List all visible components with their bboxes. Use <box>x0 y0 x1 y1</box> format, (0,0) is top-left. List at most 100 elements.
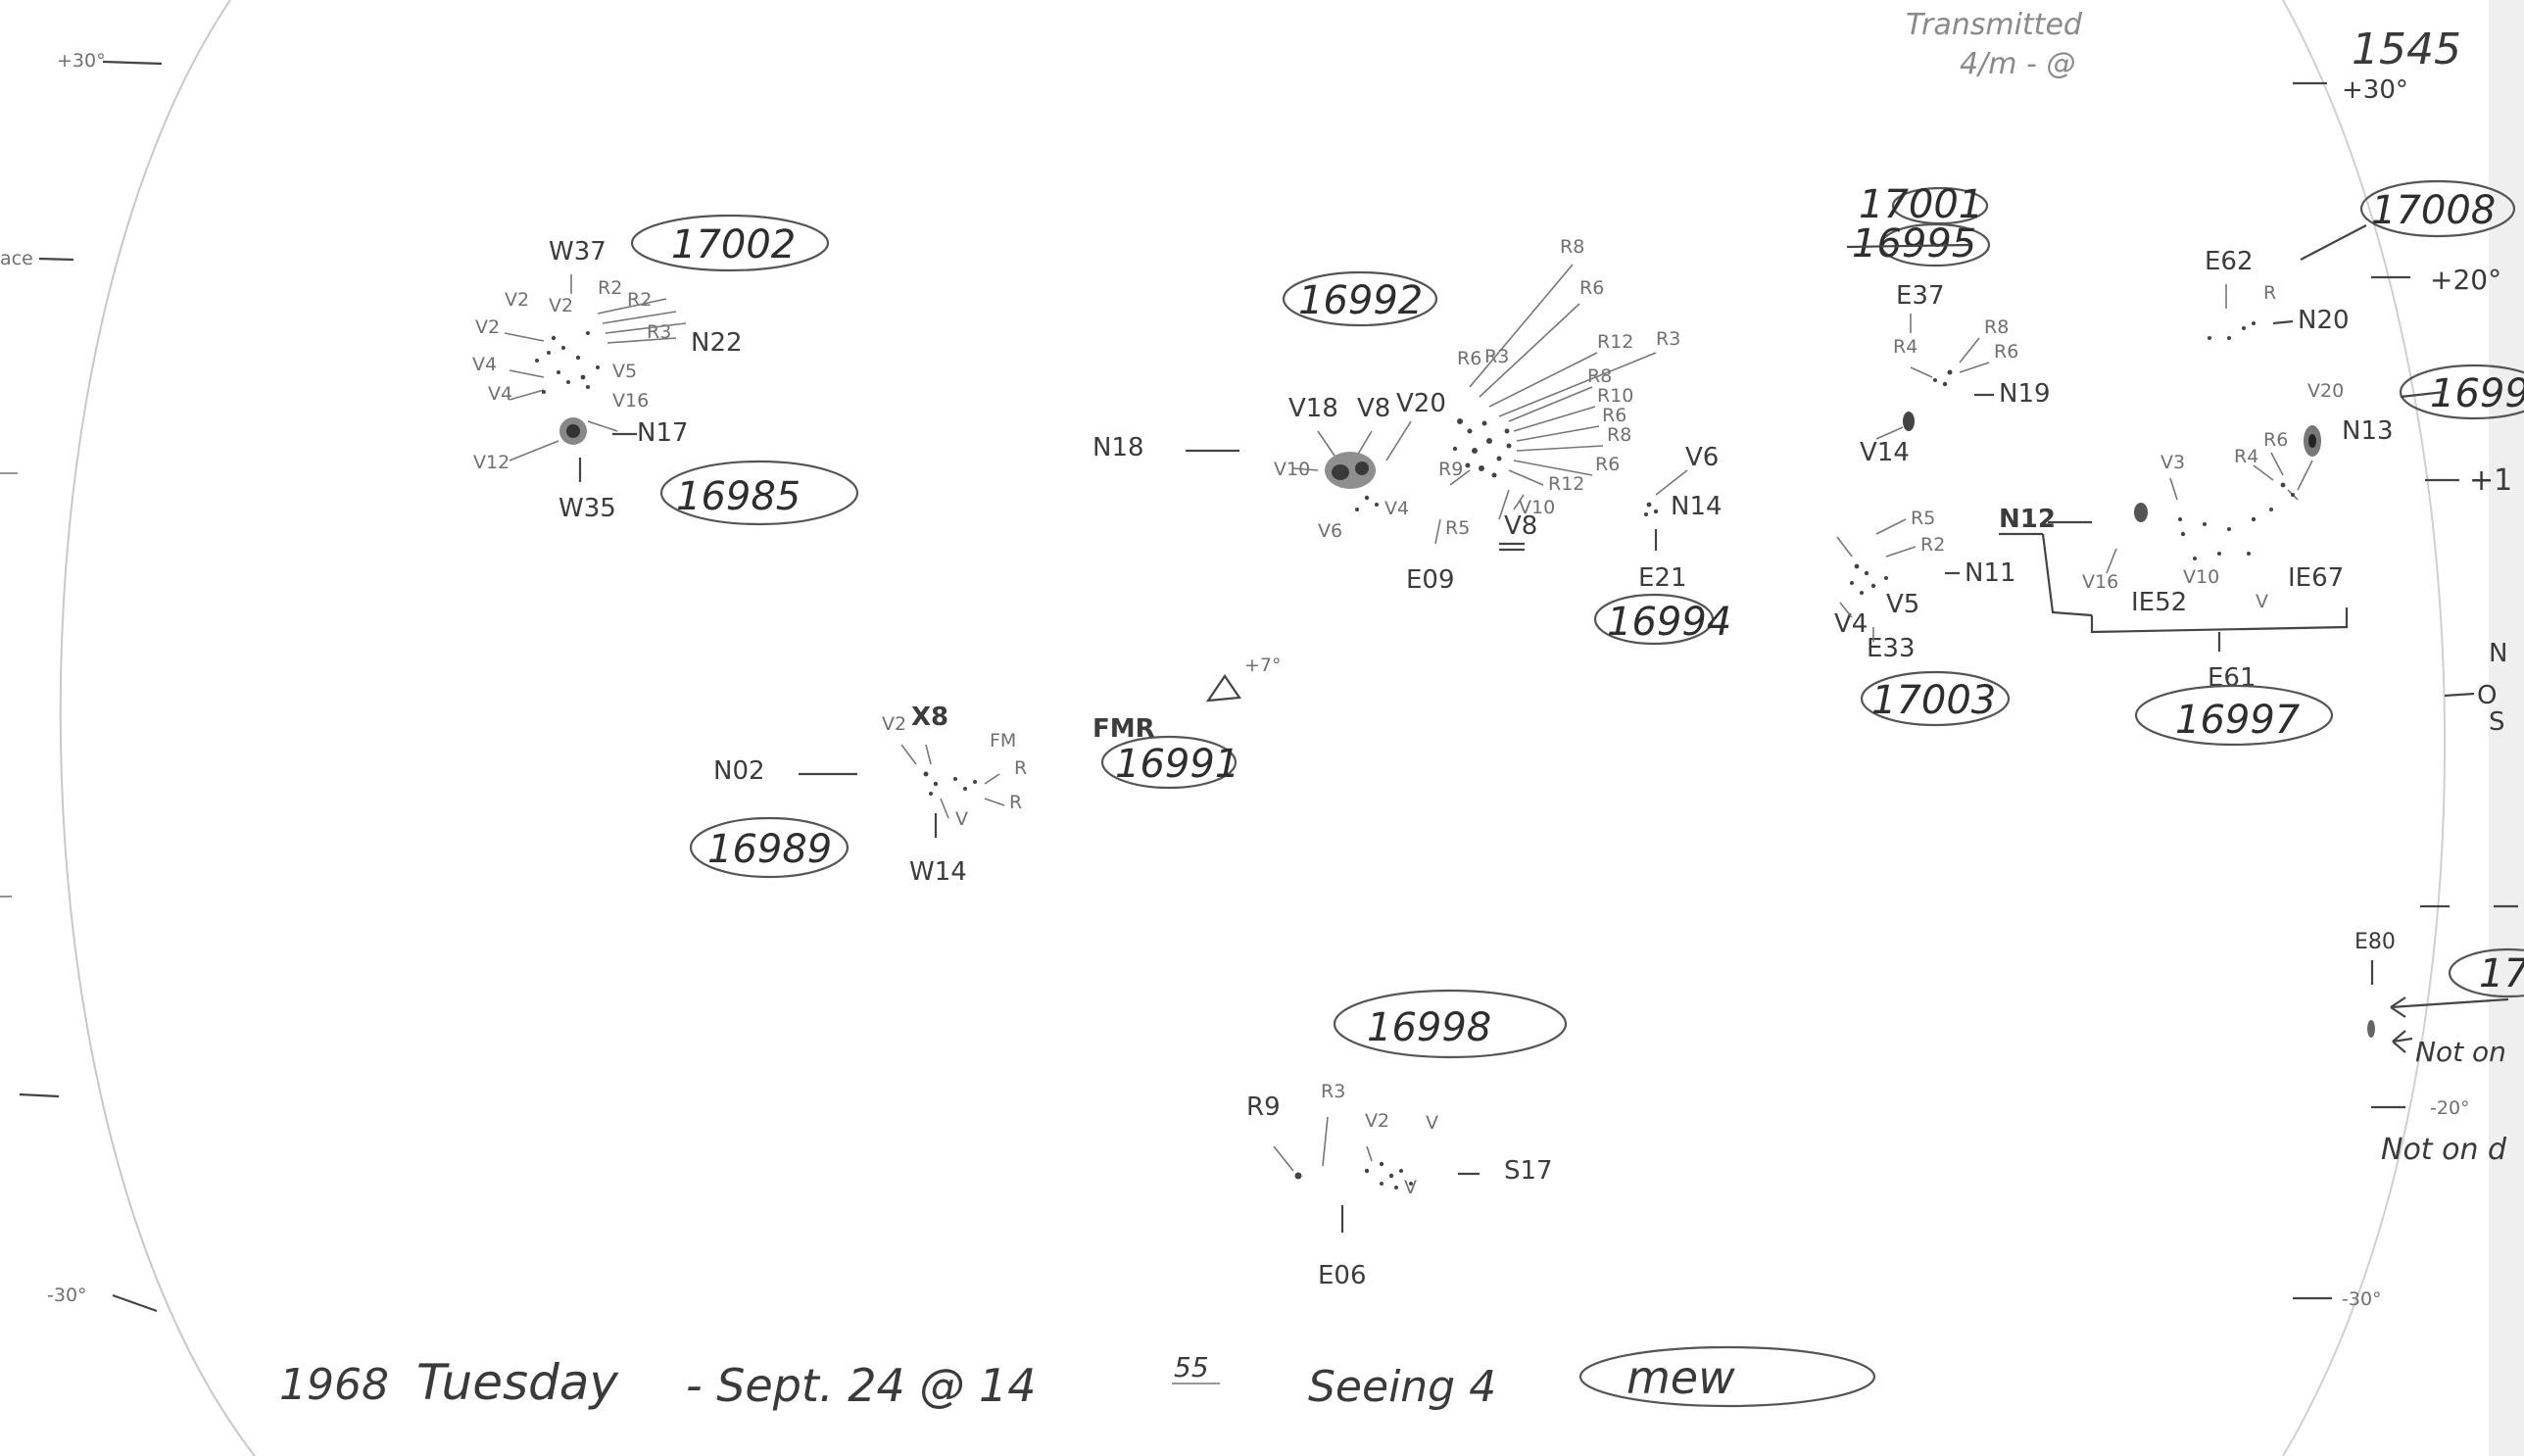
left-plus30: +30° <box>57 50 106 72</box>
pores <box>1850 563 1888 595</box>
stroke <box>504 332 545 342</box>
pores <box>923 771 977 796</box>
bracket <box>2041 533 2093 617</box>
right-minus30: -30° <box>2342 1288 2382 1310</box>
region-16994: V6 N14 E21 16994 <box>1593 443 1731 646</box>
label-V2a: V2 <box>505 289 529 311</box>
label-R6c: R6 <box>1602 405 1626 426</box>
footer: 1968 Tuesday - Sept. 24 @ 14 55 Seeing 4… <box>279 1345 1876 1412</box>
sunspot-core <box>1355 461 1369 475</box>
right-not-on-2: Not on d <box>2381 1133 2507 1167</box>
label-N12: N12 <box>1999 505 2056 534</box>
connector-16999 <box>2400 390 2446 399</box>
label-plus7: +7° <box>1244 655 1282 676</box>
right-minus20: -20° <box>2430 1097 2470 1119</box>
region-16998: 16998 R9 R3 V2 V V S17 E06 <box>1246 989 1568 1290</box>
connector-17008 <box>2300 224 2367 261</box>
region-number-17001: 17001 <box>1859 182 1983 227</box>
label-V2: V2 <box>1365 1110 1389 1132</box>
label-Vb: V <box>1404 1177 1417 1198</box>
label-V4a: V4 <box>472 354 497 375</box>
oval-16991 <box>1100 735 1238 790</box>
label-Va: V <box>1426 1112 1438 1134</box>
pores <box>2208 321 2256 340</box>
label-N02: N02 <box>713 756 765 786</box>
label-R3b: R3 <box>1656 328 1680 350</box>
label-W35: W35 <box>558 494 616 523</box>
stroke <box>509 369 545 378</box>
label-V8a: V8 <box>1357 394 1390 423</box>
footer-date: - Sept. 24 @ 14 <box>686 1359 1037 1412</box>
label-R4: R4 <box>1893 336 1917 358</box>
label-V4: V4 <box>1384 498 1409 519</box>
region-16995: 17001 16995 E37 R8 R4 R6 N19 V14 <box>1846 182 2051 467</box>
oval-17003 <box>1860 670 2011 727</box>
region-17003: R5 R2 N11 V5 V4 E33 17003 <box>1834 508 2016 727</box>
sunspot-core <box>2308 434 2316 448</box>
region-17002: 17002 W37 V2 V2 R2 R2 R3 V2 V4 V4 N22 V5… <box>472 214 830 523</box>
right-edge-shadow <box>2489 0 2524 1456</box>
label-V2: V2 <box>882 713 906 735</box>
label-S17: S17 <box>1504 1156 1553 1186</box>
label-V3: V3 <box>2160 452 2185 473</box>
label-R5: R5 <box>1911 508 1935 529</box>
footer-weekday: Tuesday <box>416 1354 619 1411</box>
solar-disk-outline-right <box>2282 0 2447 1456</box>
region-number-16998: 16998 <box>1367 1005 1491 1050</box>
left-minus30: -30° <box>47 1285 87 1306</box>
region-16997: N12 V3 R4 R6 V16 IE52 V10 V IE67 E61 169… <box>1999 380 2394 747</box>
label-N20: N20 <box>2298 306 2350 335</box>
right-plus20: +20° <box>2430 264 2501 296</box>
label-N18: N18 <box>1092 433 1144 462</box>
label-R2b: R2 <box>627 289 652 311</box>
oval-16999 <box>2399 364 2524 420</box>
right-O: O <box>2477 681 2497 710</box>
right-plus10: +1 <box>2469 463 2512 498</box>
oval-16994 <box>1593 593 1715 646</box>
oval-17002 <box>630 214 830 272</box>
right-partial-oval <box>2448 947 2524 998</box>
label-R4: R4 <box>2234 446 2258 467</box>
solar-disk-outline <box>59 0 256 1456</box>
left-tick-plus30 <box>102 60 163 66</box>
right-not-on-1: Not on <box>2415 1036 2506 1068</box>
right-E80: E80 <box>2354 930 2396 954</box>
label-V6b: V6 <box>1685 443 1719 472</box>
stroke <box>509 389 545 401</box>
field-lines <box>597 298 687 344</box>
label-N11: N11 <box>1965 558 2016 588</box>
footer-initials: mew <box>1626 1351 1735 1404</box>
label-V10: V10 <box>2183 566 2219 588</box>
label-R6: R6 <box>2263 429 2288 451</box>
label-R5: R5 <box>1445 517 1470 539</box>
region-number-16997: 16997 <box>2175 698 2301 743</box>
spot-strokes <box>2253 452 2313 501</box>
left-tick-minus30 <box>112 1293 158 1313</box>
oval-16989 <box>689 816 849 879</box>
spot-strokes <box>1836 518 1917 558</box>
sunspot <box>2134 503 2148 522</box>
label-R6d: R6 <box>1595 454 1620 475</box>
label-V8b: V8 <box>1504 511 1537 541</box>
oval-16998 <box>1333 989 1568 1059</box>
region-16991: FMR +7° 16991 <box>1092 655 1282 790</box>
label-W37: W37 <box>549 237 607 267</box>
region-number-16999: 16999 <box>2430 371 2524 416</box>
label-V12: V12 <box>473 452 510 473</box>
footer-seeing: Seeing 4 <box>1308 1362 1496 1412</box>
label-W14: W14 <box>909 857 967 887</box>
pores <box>1355 418 1512 511</box>
stroke <box>1839 602 1853 618</box>
label-N14: N14 <box>1671 492 1723 521</box>
region-17008: 17008 E62 R N20 <box>2205 179 2516 340</box>
region-16989: N02 V2 X8 FM R R V W14 16989 <box>689 703 1027 887</box>
spot-strokes <box>1910 337 1990 378</box>
label-V20: V20 <box>2307 380 2344 402</box>
label-V2c: V2 <box>475 316 500 338</box>
spot-strokes <box>1273 1116 1373 1172</box>
label-V: V <box>2256 591 2268 612</box>
stroke <box>2169 477 2178 501</box>
label-R6b: R6 <box>1579 277 1604 299</box>
oval-16985 <box>659 460 859 526</box>
